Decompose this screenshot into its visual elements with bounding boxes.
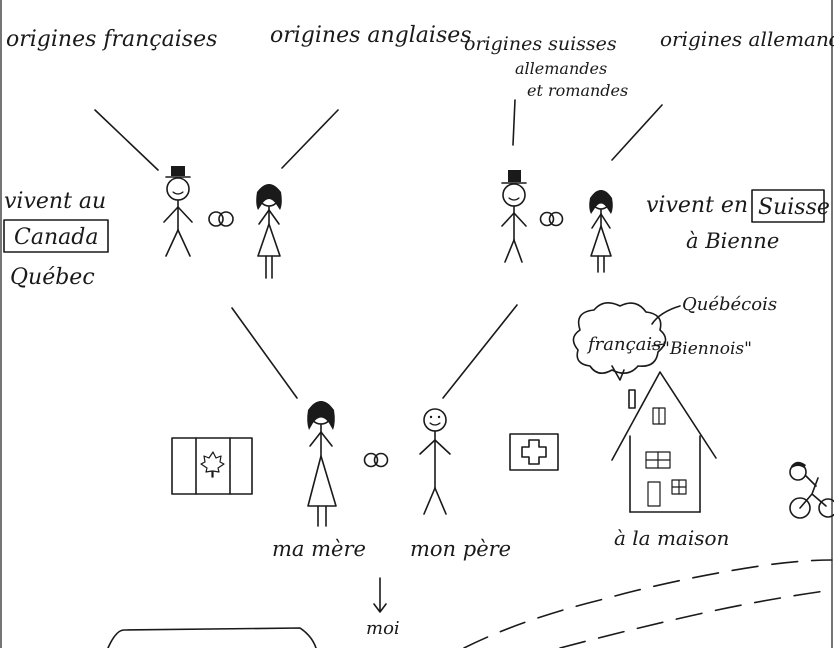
suisse-box	[751, 189, 825, 223]
grandmother-left-stick-figure-icon	[256, 184, 282, 279]
pointer-biennois	[651, 343, 665, 347]
label-francais: français	[586, 334, 661, 355]
father-stick-figure-icon	[419, 408, 451, 515]
label-origin-german: origines allemandes	[660, 27, 834, 51]
dashed-path-upper	[463, 559, 833, 648]
connector-right-to-father	[442, 304, 518, 399]
label-origin-swiss-3: et romandes	[527, 81, 628, 100]
label-canada: Canada	[14, 225, 98, 250]
connector-left-to-mother	[231, 307, 298, 399]
dashed-path-lower	[559, 589, 833, 648]
label-quebec: Québec	[10, 265, 95, 290]
label-live-in-right: vivent en	[646, 193, 748, 218]
label-my-mother: ma mère	[272, 537, 366, 561]
connector-german-grandmother	[611, 104, 663, 161]
label-suisse: Suisse	[758, 195, 830, 220]
label-biennois: "Biennois"	[662, 339, 752, 359]
label-at-home: à la maison	[614, 526, 729, 550]
down-arrow-icon	[373, 577, 387, 613]
grandfather-left-stick-figure-icon	[163, 166, 193, 257]
label-me: moi	[366, 618, 400, 639]
connector-french-grandfather	[94, 109, 159, 171]
cyclist-icon	[789, 461, 834, 519]
house-icon	[611, 371, 717, 513]
speech-cloud-icon	[572, 302, 667, 381]
wedding-rings-icon-parents	[363, 452, 389, 468]
canada-box	[3, 219, 109, 253]
label-origin-french: origines françaises	[6, 27, 217, 52]
label-my-father: mon père	[410, 537, 511, 561]
connector-english-grandmother	[281, 109, 339, 169]
mother-stick-figure-icon	[307, 401, 337, 527]
label-live-in-left: vivent au	[4, 189, 106, 214]
label-bienne: à Bienne	[686, 229, 779, 253]
wedding-rings-icon-left	[208, 211, 234, 227]
swiss-flag-icon	[509, 433, 559, 471]
label-origin-swiss-1: origines suisses	[464, 33, 617, 55]
label-origin-swiss-2: allemandes	[515, 59, 607, 78]
connector-swiss-grandfather	[512, 99, 516, 146]
grandmother-right-stick-figure-icon	[589, 190, 613, 273]
bottom-left-shape	[107, 627, 317, 648]
wedding-rings-icon-right	[539, 211, 564, 227]
pointer-quebecois	[651, 305, 681, 325]
label-origin-english: origines anglaises	[270, 23, 472, 48]
label-quebecois: Québécois	[682, 294, 777, 315]
canada-flag-icon	[171, 437, 253, 495]
grandfather-right-stick-figure-icon	[501, 170, 527, 263]
